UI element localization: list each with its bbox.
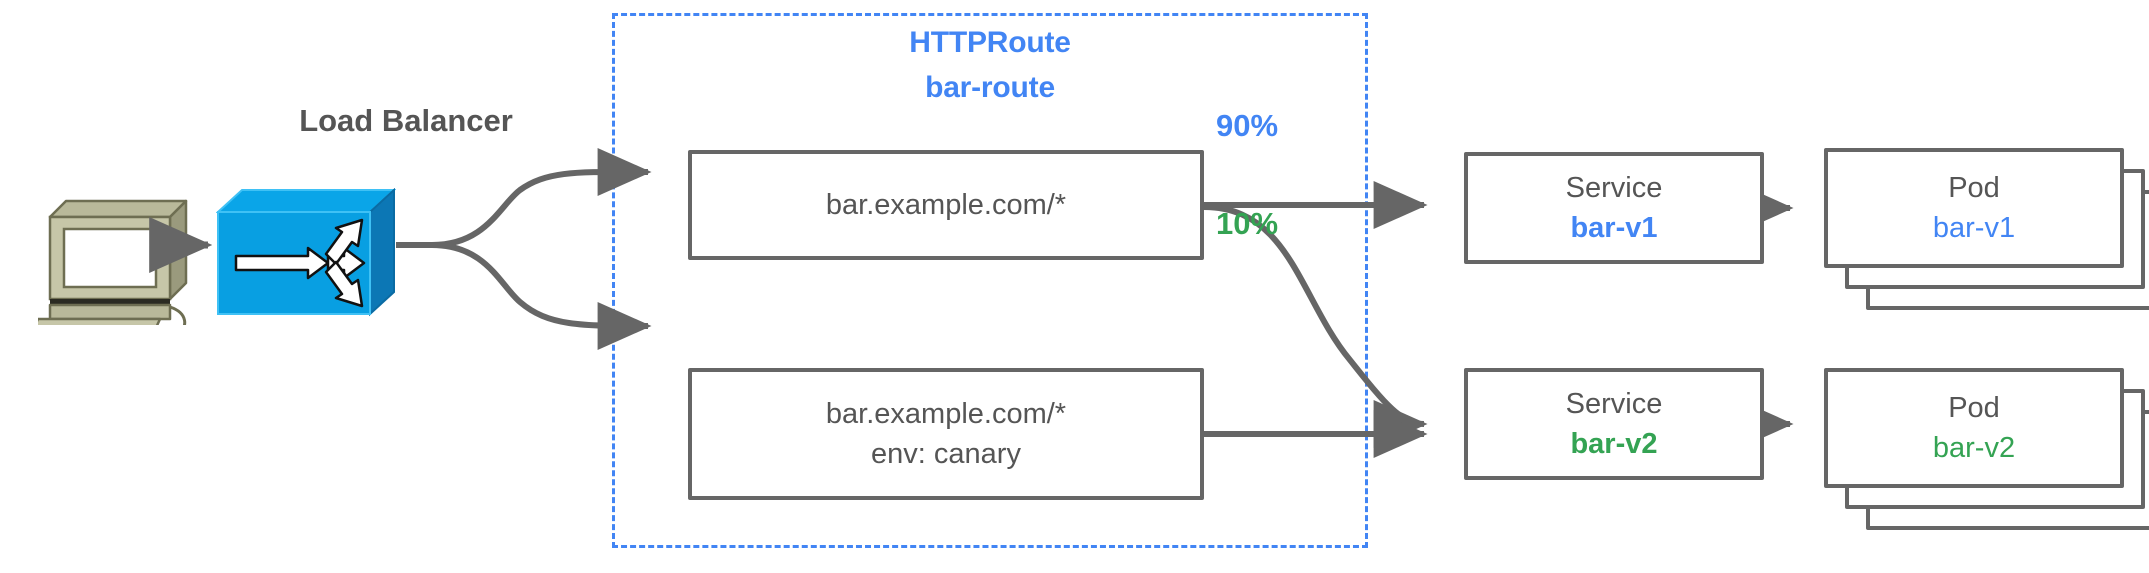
service-box-bar-v2[interactable]: Service bar-v2	[1464, 368, 1764, 480]
pod-kind-label-v2: Pod	[1948, 392, 2000, 424]
client-computer-icon	[38, 195, 188, 325]
httproute-group-title: HTTPRoute bar-route	[612, 20, 1368, 110]
pod-box-bar-v1[interactable]: Pod bar-v1	[1824, 148, 2124, 268]
service-box-bar-v1[interactable]: Service bar-v1	[1464, 152, 1764, 264]
httproute-kind-label: HTTPRoute	[909, 26, 1071, 59]
weight-label-90: 90%	[1216, 108, 1279, 143]
httproute-rule-1-match: bar.example.com/*	[825, 189, 1067, 221]
pod-stack-bar-v1[interactable]: Pod bar-v1	[1824, 148, 2149, 328]
httproute-rule-box-2[interactable]: bar.example.com/* env: canary	[688, 368, 1204, 500]
httproute-name-label: bar-route	[925, 71, 1055, 104]
pod-name-label-v2: bar-v2	[1932, 432, 2016, 464]
load-balancer-label: Load Balancer	[299, 103, 513, 138]
pod-name-label-v1: bar-v1	[1932, 212, 2016, 244]
httproute-rule-2-match: bar.example.com/*	[825, 398, 1067, 430]
service-kind-label-v1: Service	[1565, 172, 1663, 204]
load-balancer-icon	[216, 188, 396, 318]
weight-label-10: 10%	[1216, 206, 1279, 241]
httproute-rule-2-header: env: canary	[871, 438, 1021, 470]
pod-kind-label-v1: Pod	[1948, 172, 2000, 204]
service-name-label-v2: bar-v2	[1570, 428, 1658, 460]
pod-stack-bar-v2[interactable]: Pod bar-v2	[1824, 368, 2149, 548]
pod-box-bar-v2[interactable]: Pod bar-v2	[1824, 368, 2124, 488]
service-kind-label-v2: Service	[1565, 388, 1663, 420]
service-name-label-v1: bar-v1	[1570, 212, 1658, 244]
httproute-rule-box-1[interactable]: bar.example.com/*	[688, 150, 1204, 260]
